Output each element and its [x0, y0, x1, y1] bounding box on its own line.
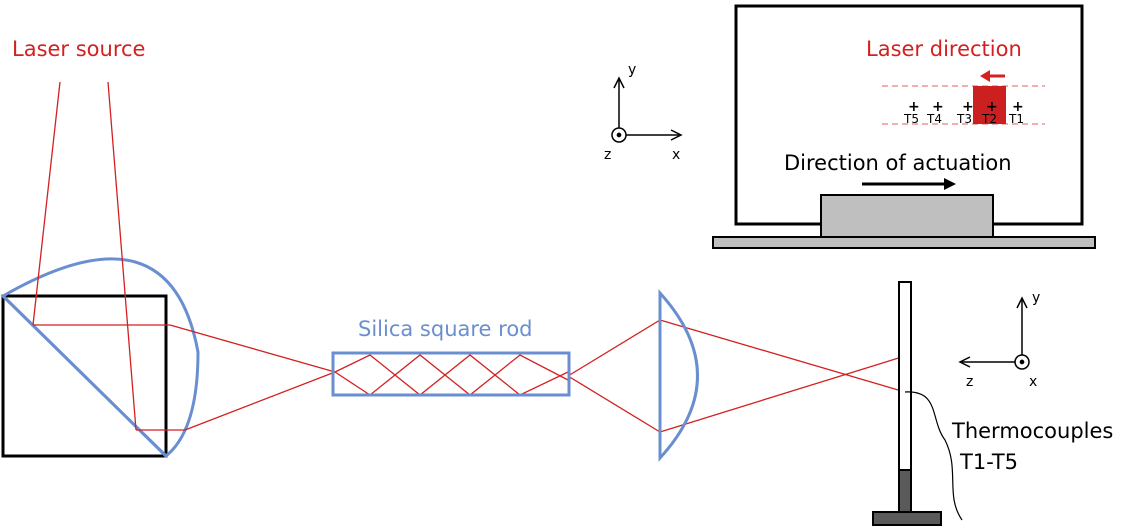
tc-marker-t3: +: [962, 99, 974, 115]
tc-marker-t4: +: [932, 99, 944, 115]
beam-to-lens-lower: [567, 375, 661, 433]
silica-rod-label: Silica square rod: [358, 317, 533, 341]
axis-top-x-arrowhead: [670, 129, 683, 141]
axis-top-y-arrowhead: [613, 76, 625, 89]
axis-right-z-label: z: [966, 374, 973, 390]
inset-panel: Laser direction + + + + + T5 T4 T3 T2 T1…: [712, 4, 1096, 249]
beam-rod-zigzag-b: [334, 354, 569, 396]
beam-splitter-cube: [1, 294, 168, 458]
axis-top-z-label: z: [604, 147, 611, 163]
tc-marker-t5: +: [908, 99, 920, 115]
actuation-stage: [820, 194, 994, 238]
axis-right-y-arrowhead: [1016, 296, 1028, 309]
tc-marker-t2: +: [986, 99, 998, 115]
thermocouples-range-label: T1-T5: [959, 450, 1018, 474]
stage-base-plate: [712, 236, 1096, 249]
axis-right-x-dot: [1019, 359, 1025, 365]
target-base: [872, 511, 942, 526]
beam-to-target-lower: [659, 355, 906, 433]
laser-direction-label: Laser direction: [866, 37, 1022, 61]
laser-beam: [32, 81, 906, 433]
laser-source-label: Laser source: [12, 37, 145, 61]
tc-label-t5: T5: [903, 112, 919, 126]
beam-incoming-right: [107, 81, 137, 431]
direction-of-actuation-label: Direction of actuation: [784, 151, 1012, 175]
beam-incoming-left: [32, 81, 61, 326]
beam-to-rod-lower: [184, 371, 336, 431]
tc-label-t3: T3: [956, 112, 972, 126]
laser-beam-spot: [973, 86, 1006, 124]
thermocouple-wire: [904, 391, 963, 521]
beam-splitter-assembly: [0, 257, 200, 459]
axis-top-z-dot: [616, 132, 622, 138]
tc-label-t2: T2: [981, 112, 997, 126]
axis-top-y-label: y: [628, 62, 636, 78]
tc-marker-t1: +: [1012, 99, 1024, 115]
beam-to-lens-upper: [567, 319, 661, 377]
axis-right-z-arrowhead: [958, 356, 971, 368]
tc-label-t4: T4: [926, 112, 942, 126]
beam-splitter-diagonal: [1, 294, 168, 458]
inset-frame: [734, 4, 1084, 226]
target-plate: [898, 281, 912, 471]
thermocouple-markers: + + + + +: [908, 99, 1024, 115]
thermocouples-label: Thermocouples: [951, 419, 1113, 443]
beam-to-rod-upper: [169, 324, 336, 373]
laser-direction-arrow-head: [980, 70, 990, 82]
axis-right-y-label: y: [1032, 290, 1040, 306]
tc-label-t1: T1: [1008, 112, 1024, 126]
axis-top-x-label: x: [672, 147, 680, 163]
silica-square-rod: [331, 351, 571, 397]
axis-right-x-label: x: [1029, 374, 1037, 390]
actuation-arrow-head: [944, 178, 956, 190]
beam-to-target-upper: [659, 319, 906, 393]
target-mount: [898, 469, 912, 513]
axes-right: [958, 296, 1030, 370]
axes-top: [611, 76, 683, 143]
target-stand: [872, 281, 963, 526]
focusing-lens: [658, 289, 699, 462]
collimating-lens: [0, 257, 200, 459]
